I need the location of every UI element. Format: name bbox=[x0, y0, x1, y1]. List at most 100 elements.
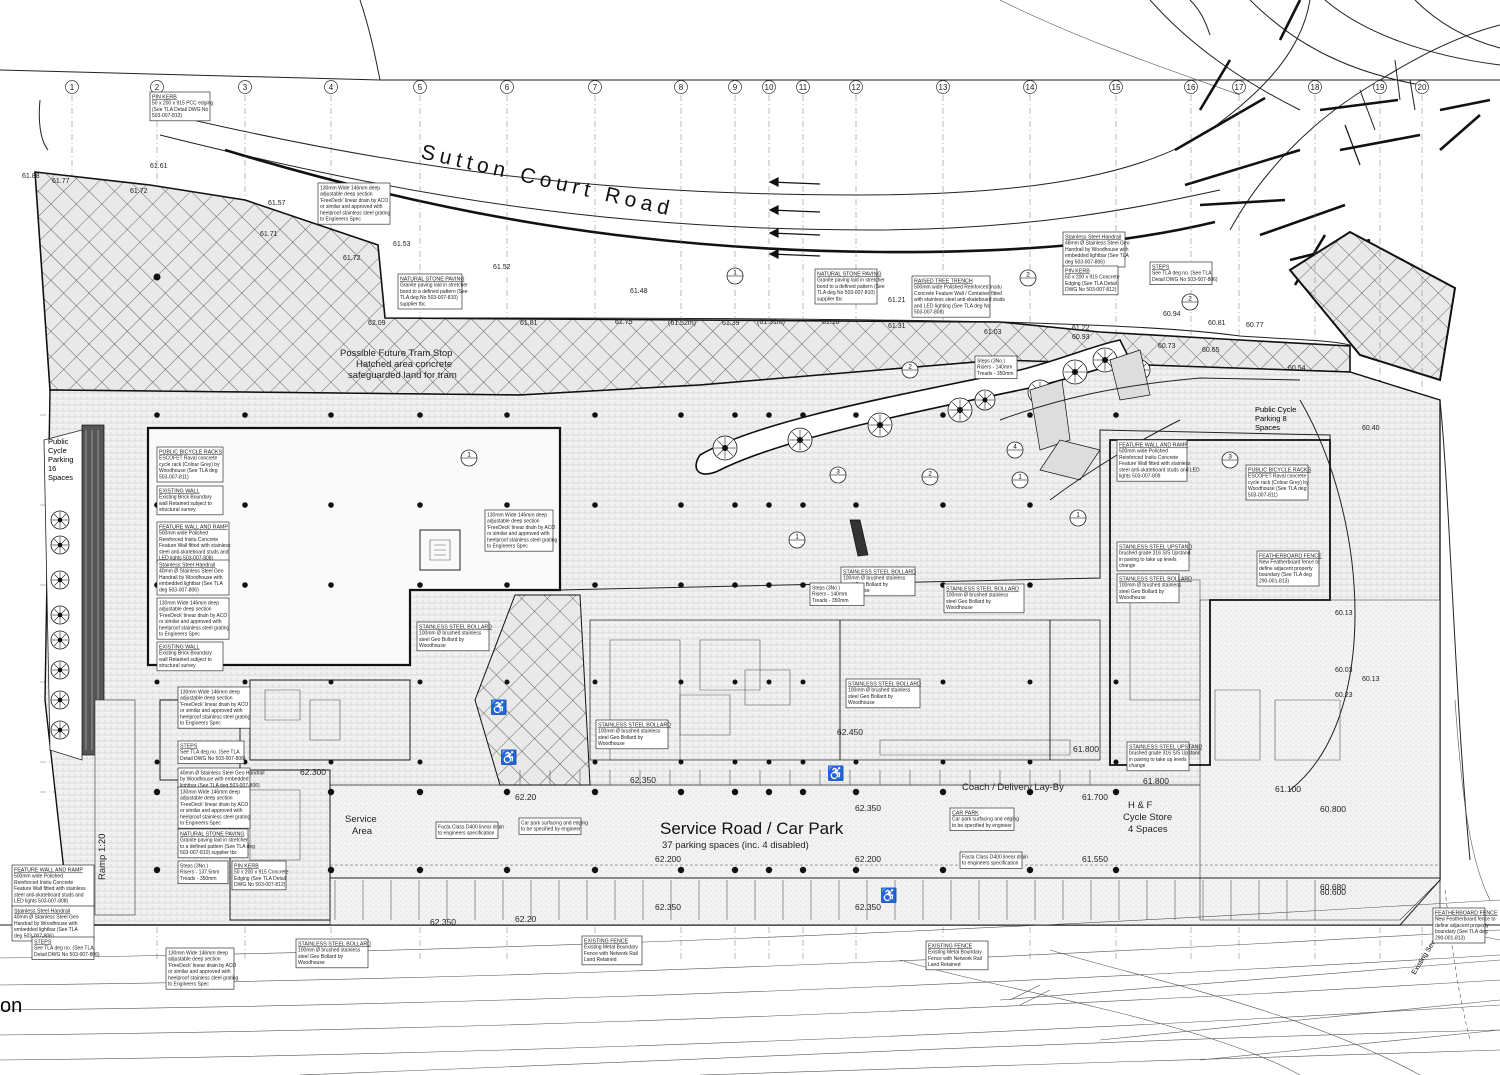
svg-text:100mm Ø brushed stainless: 100mm Ø brushed stainless bbox=[419, 631, 482, 637]
svg-text:500mm wide Polished: 500mm wide Polished bbox=[14, 874, 63, 880]
svg-text:130mm Wide 146mm deep: 130mm Wide 146mm deep bbox=[320, 186, 380, 192]
svg-text:to Engineers Spec: to Engineers Spec bbox=[487, 544, 528, 550]
svg-text:NATURAL STONE PAVING: NATURAL STONE PAVING bbox=[817, 272, 881, 278]
spot-level: 61.75 bbox=[615, 319, 633, 326]
svg-text:2: 2 bbox=[928, 471, 932, 478]
svg-text:LED lights 503-007-808): LED lights 503-007-808) bbox=[14, 899, 69, 905]
spot-level: 60.680 bbox=[1320, 882, 1346, 892]
spot-level: 62.350 bbox=[630, 775, 656, 785]
svg-text:steel anti-skateboard studs an: steel anti-skateboard studs and LED bbox=[1119, 467, 1200, 473]
svg-text:PIN KERB: PIN KERB bbox=[152, 95, 177, 101]
svg-text:PIN KERB: PIN KERB bbox=[1065, 269, 1090, 275]
spot-level: 62.20 bbox=[515, 914, 537, 924]
spot-level: 61.48 bbox=[630, 288, 648, 295]
svg-text:adjustable deep section: adjustable deep section bbox=[320, 192, 373, 198]
svg-text:Public: Public bbox=[48, 437, 69, 446]
section-marker: 1 bbox=[1069, 509, 1087, 527]
spot-level: 60.94 bbox=[1163, 311, 1181, 318]
grid-label: 7 bbox=[588, 80, 602, 94]
svg-text:Spaces: Spaces bbox=[1255, 423, 1280, 432]
svg-text:40mm Ø Stainless Steel Geo Han: 40mm Ø Stainless Steel Geo Handrail bbox=[180, 771, 264, 777]
svg-text:Land Retained: Land Retained bbox=[584, 957, 617, 963]
tree-icon bbox=[50, 605, 70, 625]
svg-text:1: 1 bbox=[1018, 474, 1022, 481]
svg-text:100mm Ø brushed stainless: 100mm Ø brushed stainless bbox=[946, 593, 1009, 599]
svg-text:500mm wide Polished Reinforced: 500mm wide Polished Reinforced Insitu bbox=[914, 285, 1002, 291]
svg-text:See TLA deg no. (See TLA: See TLA deg no. (See TLA bbox=[34, 946, 94, 952]
spot-level: 61.18 bbox=[822, 319, 840, 326]
svg-text:DWG No 503-007-812): DWG No 503-007-812) bbox=[234, 882, 286, 888]
svg-text:18: 18 bbox=[1311, 83, 1320, 92]
svg-text:503-007-808): 503-007-808) bbox=[914, 310, 944, 316]
section-marker: 2 bbox=[901, 361, 919, 379]
section-marker: 1 bbox=[788, 531, 806, 549]
svg-text:heelproof stainless steel grat: heelproof stainless steel grating bbox=[159, 625, 230, 631]
grid-label: 13 bbox=[936, 80, 950, 94]
cycle-store-label: Cycle Store bbox=[1123, 812, 1172, 823]
svg-text:steel Geo Bollard by: steel Geo Bollard by bbox=[298, 954, 344, 960]
edge-text: on bbox=[0, 995, 22, 1017]
svg-text:and LED lighting (See TLA deg: and LED lighting (See TLA deg No bbox=[914, 303, 991, 309]
svg-text:Stainless Steel Handrail: Stainless Steel Handrail bbox=[14, 909, 70, 915]
tree-icon bbox=[1062, 359, 1088, 385]
section-marker: 1 bbox=[1011, 471, 1029, 489]
svg-text:Existing Brick Boundary: Existing Brick Boundary bbox=[159, 651, 212, 657]
svg-text:or similar and approved with: or similar and approved with bbox=[180, 808, 243, 814]
tram-stop-note: Hatched area concrete bbox=[356, 359, 452, 370]
svg-text:to a defined pattern (See TLA: to a defined pattern (See TLA deg bbox=[180, 844, 255, 850]
svg-text:Existing Brick Boundary: Existing Brick Boundary bbox=[159, 495, 212, 501]
svg-text:Steps (3No.): Steps (3No.) bbox=[180, 864, 208, 870]
svg-text:Reinforced Insitu Concrete: Reinforced Insitu Concrete bbox=[14, 880, 73, 886]
svg-text:9: 9 bbox=[733, 83, 738, 92]
spot-level: 61.53 bbox=[393, 241, 411, 248]
svg-text:to be specified by engineer: to be specified by engineer bbox=[521, 827, 581, 833]
svg-text:FEATURE WALL AND RAMP: FEATURE WALL AND RAMP bbox=[14, 868, 83, 874]
spot-level: 61.550 bbox=[1082, 854, 1108, 864]
wheelchair-icon: ♿ bbox=[490, 699, 507, 716]
spot-level: 60.54 bbox=[1288, 365, 1306, 372]
svg-text:'FreeDeck' linear drain by ACO: 'FreeDeck' linear drain by ACO bbox=[168, 963, 236, 969]
svg-text:1: 1 bbox=[733, 270, 737, 277]
svg-text:100mm Ø brushed stainless: 100mm Ø brushed stainless bbox=[848, 688, 911, 694]
spot-level: 60.73 bbox=[1158, 343, 1176, 350]
svg-text:DWG No 503-007-812): DWG No 503-007-812) bbox=[1065, 287, 1117, 293]
svg-text:130mm Wide 146mm deep: 130mm Wide 146mm deep bbox=[180, 790, 240, 796]
service-road-title: Service Road / Car Park bbox=[660, 819, 844, 838]
grid-label: 8 bbox=[674, 80, 688, 94]
spot-level: 62.350 bbox=[855, 803, 881, 813]
spot-level: 61.88 bbox=[22, 173, 40, 180]
svg-text:1: 1 bbox=[70, 83, 75, 92]
svg-text:'FreeDeck' linear drain by ACO: 'FreeDeck' linear drain by ACO bbox=[320, 198, 388, 204]
svg-text:EXISTING FENCE: EXISTING FENCE bbox=[584, 939, 629, 945]
svg-text:130mm Wide 146mm deep: 130mm Wide 146mm deep bbox=[487, 513, 547, 519]
section-marker: 1 bbox=[726, 267, 744, 285]
svg-text:supplier tbc: supplier tbc bbox=[817, 296, 843, 302]
spot-level: 62.09 bbox=[368, 320, 386, 327]
svg-text:Treads - 350mm: Treads - 350mm bbox=[180, 876, 217, 882]
svg-text:Existing Metal Boundary: Existing Metal Boundary bbox=[928, 950, 982, 956]
svg-text:19: 19 bbox=[1376, 83, 1385, 92]
svg-text:lightbar (See TLA deg 503-007-: lightbar (See TLA deg 503-007-806) bbox=[180, 783, 260, 789]
svg-text:'FreeDeck' linear drain by ACO: 'FreeDeck' linear drain by ACO bbox=[180, 702, 248, 708]
road-markings bbox=[1174, 0, 1491, 382]
svg-text:500mm wide Polished: 500mm wide Polished bbox=[1119, 449, 1168, 455]
spot-level: 61.31 bbox=[888, 323, 906, 330]
svg-text:20: 20 bbox=[1418, 83, 1427, 92]
svg-text:2: 2 bbox=[155, 83, 160, 92]
svg-text:adjustable deep section: adjustable deep section bbox=[159, 607, 212, 613]
svg-text:11: 11 bbox=[799, 83, 808, 92]
